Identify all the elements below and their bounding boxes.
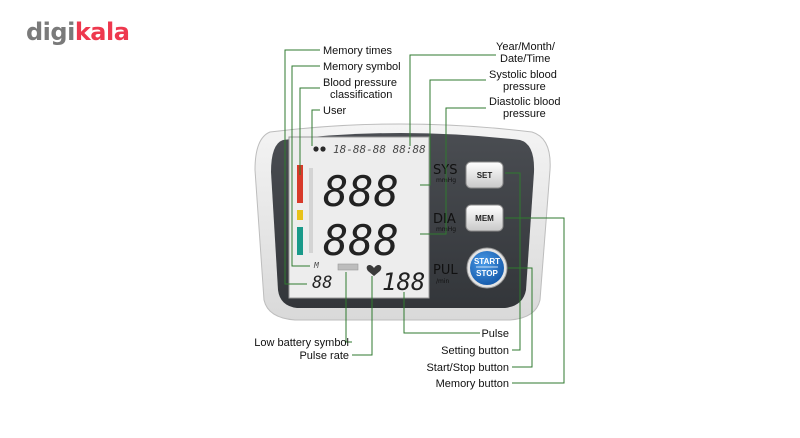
label-setting-button: Setting button xyxy=(441,345,509,357)
bp-classification-bar xyxy=(297,165,313,255)
mem-button-label: MEM xyxy=(475,214,494,223)
pulse-digits: 188 xyxy=(382,268,425,296)
pul-unit: /min xyxy=(436,278,450,285)
leader-lines xyxy=(284,49,565,384)
class-bar-green xyxy=(297,227,303,255)
leader-low-battery xyxy=(345,272,352,343)
leader-bp-classification xyxy=(299,87,320,175)
logo-part-kala: kala xyxy=(74,18,130,46)
low-battery-icon xyxy=(337,263,359,271)
leader-memory xyxy=(505,217,565,384)
label-ymd-2: Date/Time xyxy=(500,53,550,65)
leader-start-stop xyxy=(508,267,533,368)
label-memory-times: Memory times xyxy=(323,45,393,57)
label-systolic-1: Systolic blood xyxy=(489,69,557,81)
label-memory-button: Memory button xyxy=(436,378,509,390)
sys-label: SYS xyxy=(433,163,457,178)
stop-label: STOP xyxy=(476,269,498,278)
lcd-top-row: 18-88-88 88:88 xyxy=(313,143,426,156)
label-pulse: Pulse xyxy=(481,328,509,340)
diastolic-digits: 888 xyxy=(323,216,399,265)
leader-year-month xyxy=(409,54,496,146)
leader-user xyxy=(311,109,320,146)
label-memory-symbol: Memory symbol xyxy=(323,61,401,73)
user-icon xyxy=(320,146,326,152)
label-ymd-1: Year/Month/ xyxy=(496,41,556,53)
label-bp-class-2: classification xyxy=(330,89,392,101)
user-icon xyxy=(313,146,319,152)
class-bar-yellow xyxy=(297,210,303,220)
callout-labels: Memory times Memory symbol Blood pressur… xyxy=(254,41,560,390)
class-bar-ghost xyxy=(309,168,313,253)
pul-label: PUL xyxy=(433,263,458,278)
label-start-stop-button: Start/Stop button xyxy=(426,362,509,374)
heart-icon xyxy=(366,264,382,276)
leader-pulse xyxy=(403,292,480,334)
leader-pulse-rate xyxy=(352,276,373,356)
label-diastolic-2: pressure xyxy=(503,108,546,120)
label-diastolic-1: Diastolic blood xyxy=(489,96,561,108)
systolic-digits: 888 xyxy=(323,167,399,216)
label-systolic-2: pressure xyxy=(503,81,546,93)
leader-memory-symbol xyxy=(291,65,320,267)
leader-systolic xyxy=(420,79,486,186)
set-button-label: SET xyxy=(477,171,493,180)
label-pulse-rate: Pulse rate xyxy=(299,350,349,362)
set-button[interactable]: SET xyxy=(465,161,504,189)
start-label: START xyxy=(474,257,500,266)
label-bp-class-1: Blood pressure xyxy=(323,77,397,89)
logo-part-digi: digi xyxy=(26,18,75,46)
label-user: User xyxy=(323,105,347,117)
leader-memory-times xyxy=(284,49,320,285)
memory-times-digits: 88 xyxy=(312,273,332,293)
label-low-battery: Low battery symbol xyxy=(254,337,349,349)
mem-button[interactable]: MEM xyxy=(465,204,504,232)
leader-diastolic xyxy=(420,107,486,235)
memory-symbol: M xyxy=(313,261,320,270)
dia-label: DIA xyxy=(433,212,456,227)
date-time-digits: 18-88-88 88:88 xyxy=(333,143,426,156)
class-bar-red xyxy=(297,165,303,203)
leader-setting xyxy=(505,172,521,351)
start-stop-button[interactable]: START STOP xyxy=(466,247,508,289)
logo: digikala xyxy=(26,18,130,46)
